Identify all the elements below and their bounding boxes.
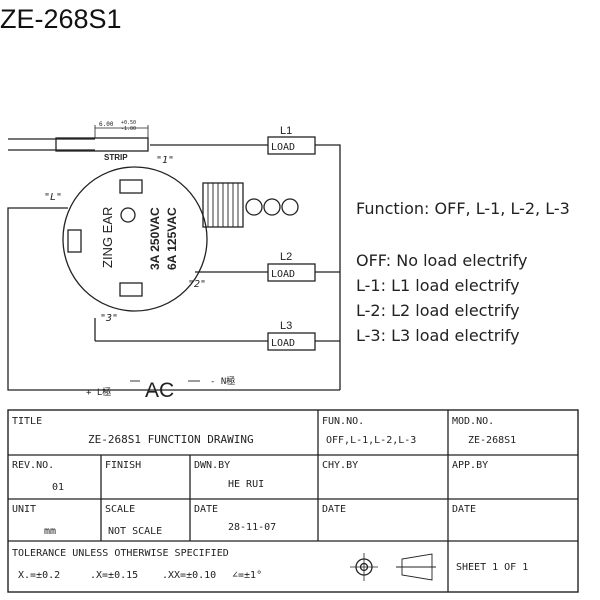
projection-cone	[396, 553, 436, 581]
switch-terminal-L	[67, 229, 82, 253]
tb-app-label: APP.BY	[452, 460, 488, 471]
tb-rev-value: 01	[52, 482, 64, 493]
tb-tol-3: .XX=±0.10	[162, 570, 216, 581]
function-heading: Function: OFF, L-1, L-2, L-3	[356, 199, 570, 218]
load-box-l2	[267, 263, 316, 282]
tb-tol-4: ∠=±1°	[232, 570, 262, 581]
title-block-rows	[8, 454, 578, 542]
load-name-l2: L2	[280, 251, 292, 263]
tb-date2-label: DATE	[322, 504, 346, 515]
strip-label: STRIP	[104, 153, 128, 162]
strip-dimension-lines	[94, 125, 149, 138]
function-line-off: OFF: No load electrify	[356, 251, 528, 270]
bushing-threads	[207, 183, 239, 227]
switch-body	[62, 166, 208, 312]
tb-rev-label: REV.NO.	[12, 460, 54, 471]
load-box-l1	[267, 136, 316, 155]
switch-cert-mark	[120, 207, 136, 223]
tb-title-value: ZE-268S1 FUNCTION DRAWING	[88, 433, 254, 446]
wire-L-loop	[7, 207, 340, 391]
terminal-label-L: "L"	[44, 192, 62, 203]
tb-scale-label: SCALE	[105, 504, 135, 515]
tb-tol-1: X.=±0.2	[18, 570, 60, 581]
tb-tol-2: .X=±0.15	[90, 570, 138, 581]
terminal-label-1: "1"	[156, 155, 174, 166]
function-line-l1: L-1: L1 load electrify	[356, 276, 520, 295]
tb-chy-label: CHY.BY	[322, 460, 358, 471]
switch-rating-1: 3A 250VAC	[148, 207, 162, 270]
strip-insulation	[55, 137, 149, 152]
ac-label: AC	[145, 379, 174, 402]
tb-date-value: 28-11-07	[228, 522, 276, 533]
tb-tolerance-label: TOLERANCE UNLESS OTHERWISE SPECIFIED	[12, 548, 229, 559]
minus-pole-label: - N極	[210, 375, 235, 387]
switch-terminal-1	[119, 179, 143, 194]
title-block-cols-sub	[100, 455, 191, 541]
plus-pole-label: + L極	[86, 386, 111, 398]
function-line-l2: L-2: L2 load electrify	[356, 301, 520, 320]
shaft-bead-2	[263, 198, 281, 216]
tb-unit-label: UNIT	[12, 504, 36, 515]
shaft-bead-3	[281, 198, 299, 216]
strip-dimension: 6.00	[99, 121, 114, 128]
load-label-l3: LOAD	[271, 338, 295, 349]
tb-scale-value: NOT SCALE	[108, 526, 162, 537]
function-line-l3: L-3: L3 load electrify	[356, 326, 520, 345]
strip-tolerance-plus: +0.50	[121, 120, 136, 126]
title-block-cols-main	[317, 410, 449, 592]
tb-dwn-value: HE RUI	[228, 479, 264, 490]
page-title: ZE-268S1	[0, 4, 122, 34]
shaft-bead-1	[245, 198, 263, 216]
load-label-l1: LOAD	[271, 142, 295, 153]
tb-fun-label: FUN.NO.	[322, 416, 364, 427]
load-label-l2: LOAD	[271, 269, 295, 280]
load-box-l3	[267, 332, 316, 351]
strip-tolerance-minus: -1.00	[121, 126, 136, 132]
tb-fun-value: OFF,L-1,L-2,L-3	[326, 435, 416, 446]
wire-right-bus	[315, 144, 341, 390]
tb-mod-value: ZE-268S1	[468, 435, 516, 446]
load-name-l3: L3	[280, 320, 292, 332]
terminal-label-3: "3"	[100, 313, 118, 324]
terminal-label-2: "2"	[188, 279, 206, 290]
projection-crosshair	[350, 553, 378, 581]
tb-finish-label: FINISH	[105, 460, 141, 471]
tb-date3-label: DATE	[452, 504, 476, 515]
tb-unit-value: mm	[44, 526, 56, 537]
switch-brand: ZING EAR	[100, 207, 115, 268]
tb-mod-label: MOD.NO.	[452, 416, 494, 427]
tb-date-label: DATE	[194, 504, 218, 515]
tb-title-label: TITLE	[12, 416, 42, 427]
tb-sheet: SHEET 1 OF 1	[456, 562, 528, 573]
switch-rating-2: 6A 125VAC	[165, 207, 179, 270]
title-block-frame	[7, 409, 579, 593]
switch-terminal-2	[119, 282, 143, 297]
load-name-l1: L1	[280, 125, 292, 137]
tb-dwn-label: DWN.BY	[194, 460, 230, 471]
